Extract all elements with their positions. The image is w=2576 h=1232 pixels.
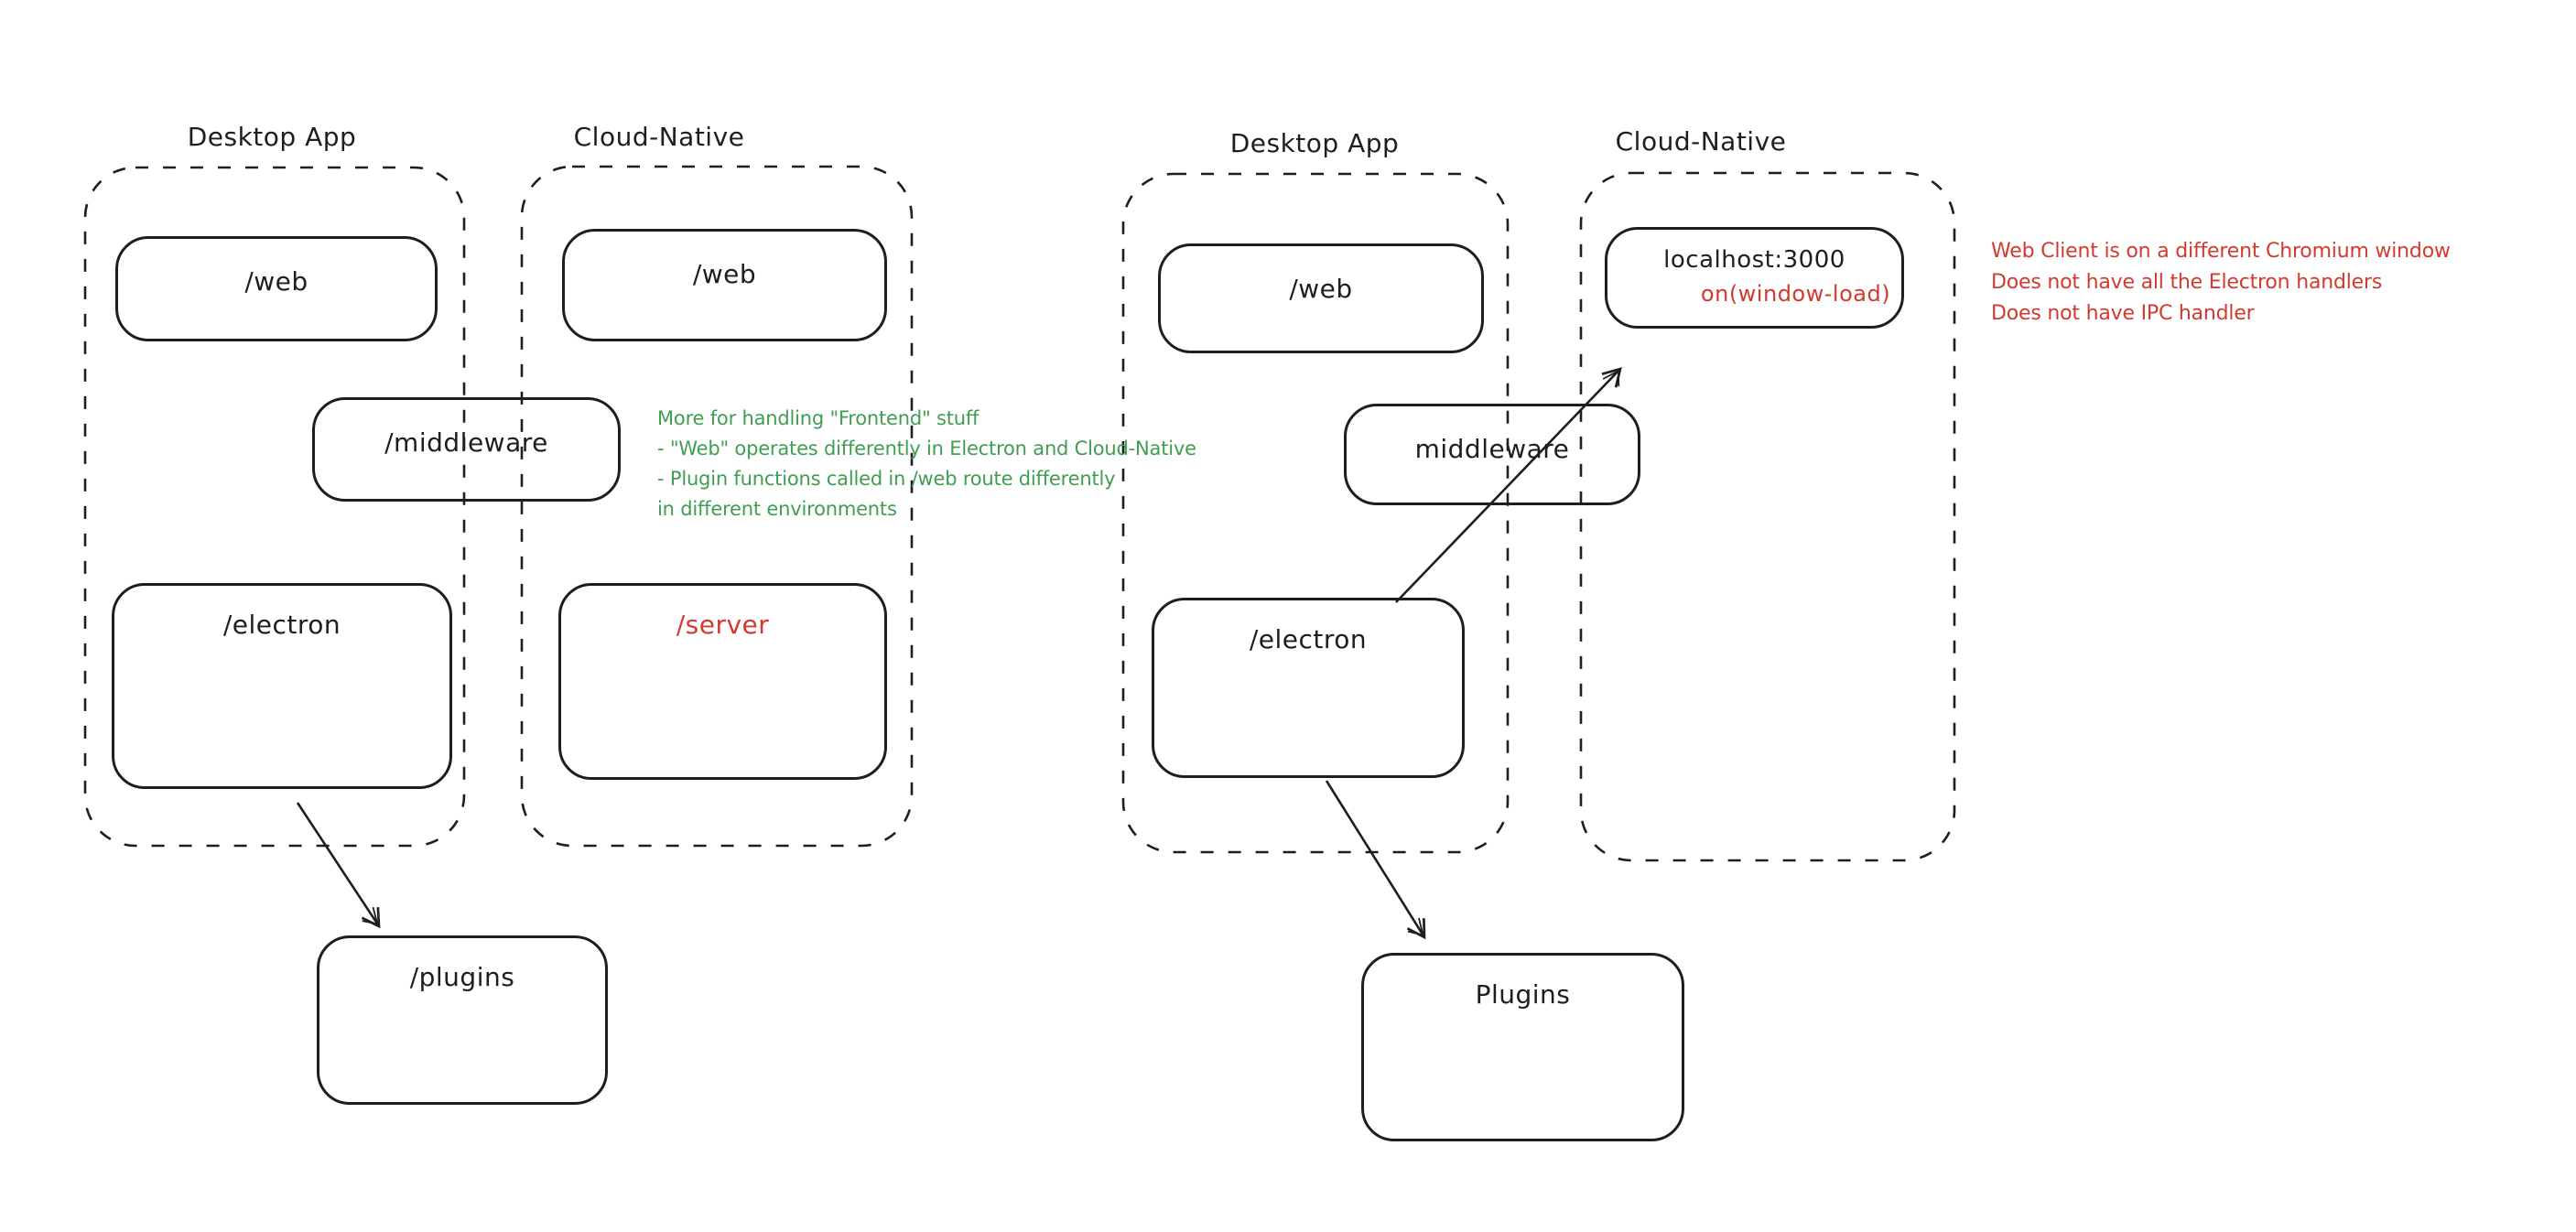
node-web-cloud-left: /web (562, 229, 887, 341)
node-server-left: /server (558, 583, 887, 780)
red-note-line: Does not have IPC handler (1991, 302, 2255, 325)
cloud-native-container-left (520, 165, 914, 848)
red-note-line: Does not have all the Electron handlers (1991, 271, 2383, 294)
window-load-label: on(window-load) (1700, 281, 1891, 307)
node-web-desktop-right: /web (1158, 243, 1484, 353)
group-title-desktop-right: Desktop App (1229, 128, 1400, 158)
arrow-electron-to-localhost-right (1395, 367, 1622, 603)
green-note-line: - "Web" operates differently in Electron… (657, 438, 1196, 459)
green-note-line: in different environments (657, 498, 897, 520)
arrow-electron-to-plugins-right (1325, 780, 1426, 940)
node-web-desktop-left: /web (115, 236, 438, 341)
desktop-app-container-left (83, 166, 466, 848)
node-electron-right: /electron (1152, 598, 1465, 778)
group-title-cloud-right: Cloud-Native (1615, 126, 1787, 157)
red-note-line: Web Client is on a different Chromium wi… (1991, 240, 2451, 263)
red-note: Web Client is on a different Chromium wi… (1991, 236, 2451, 330)
node-electron-left: /electron (112, 583, 452, 789)
node-plugins-left: /plugins (317, 935, 608, 1105)
arrow-electron-to-plugins-left (296, 802, 381, 929)
desktop-app-container-right (1121, 172, 1510, 854)
node-localhost-3000: localhost:3000 on(window-load) (1605, 227, 1904, 329)
green-note: More for handling "Frontend" stuff - "We… (657, 404, 1196, 524)
localhost-label: localhost:3000 (1663, 246, 1845, 274)
group-title-desktop-left: Desktop App (187, 122, 357, 152)
node-plugins-right: Plugins (1361, 953, 1684, 1141)
node-middleware-left: /middleware (312, 397, 621, 502)
green-note-line: - Plugin functions called in /web route … (657, 468, 1116, 490)
group-title-cloud-left: Cloud-Native (573, 122, 745, 152)
cloud-native-container-right (1579, 171, 1956, 862)
green-note-line: More for handling "Frontend" stuff (657, 407, 980, 429)
